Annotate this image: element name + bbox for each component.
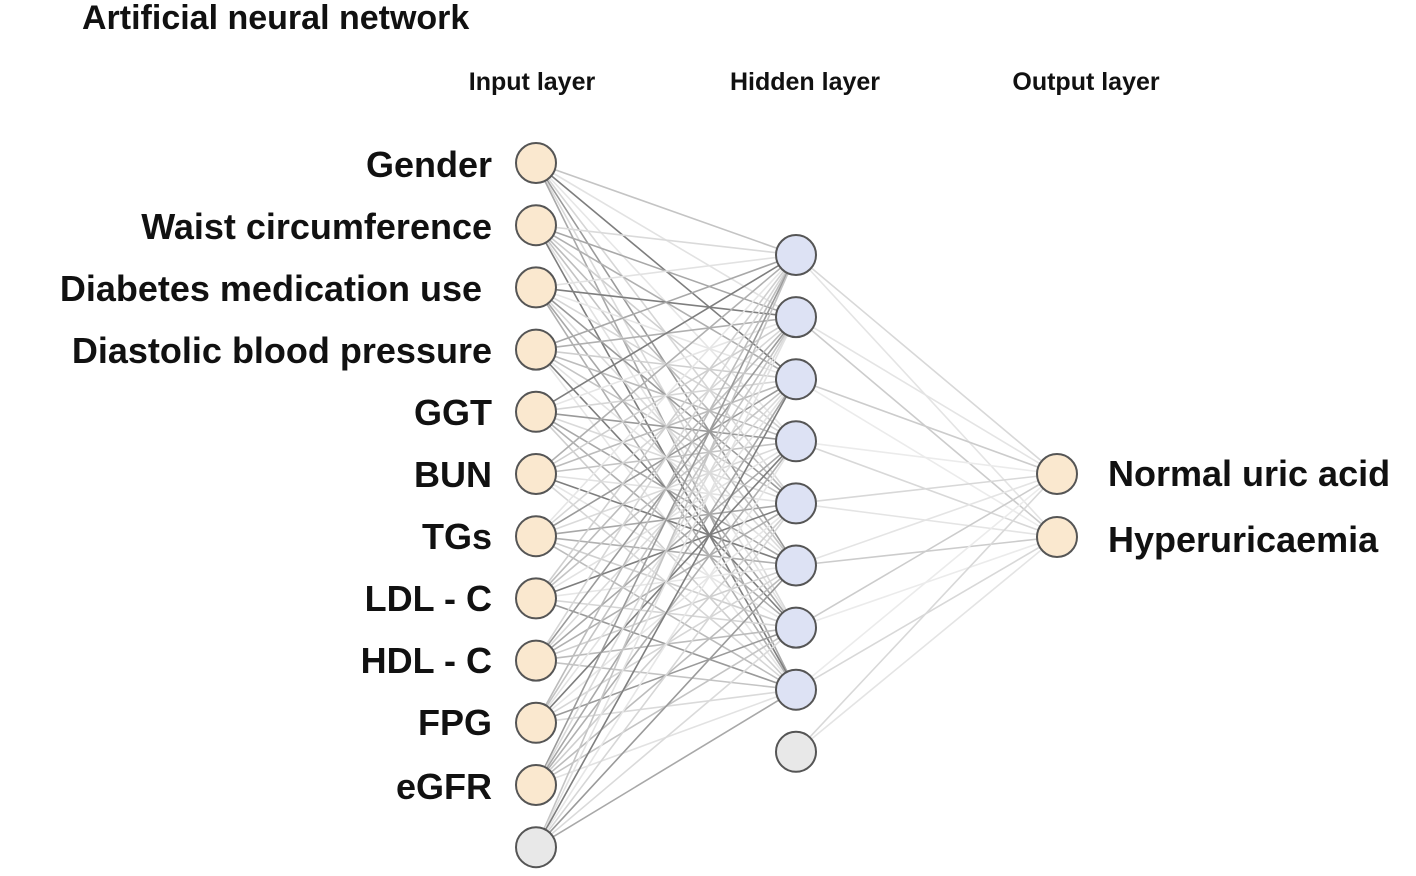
- diagram-title: Artificial neural network: [82, 0, 470, 37]
- hidden-node: [775, 482, 817, 525]
- output-label-normal-uric-acid: Normal uric acid: [1108, 453, 1391, 494]
- hidden-output-edge: [795, 536, 1058, 753]
- input-hidden-edge: [535, 254, 797, 724]
- hidden-output-edge: [795, 254, 1058, 475]
- input-hidden-edge: [535, 224, 797, 256]
- hidden-output-edge: [795, 473, 1058, 567]
- input-label-diabetes-medication-use: Diabetes medication use: [59, 268, 482, 309]
- input-node: [515, 390, 557, 433]
- hidden-output-edge: [795, 473, 1058, 691]
- input-node: [515, 328, 557, 371]
- input-label-gender: Gender: [365, 144, 492, 185]
- input-hidden-edge: [535, 254, 797, 848]
- hidden-output-edge: [795, 473, 1058, 629]
- hidden-output-edge: [795, 316, 1058, 475]
- input-node: [515, 453, 557, 495]
- input-hidden-edge: [535, 254, 797, 537]
- input-hidden-edge: [535, 254, 797, 289]
- input-hidden-edge: [535, 254, 797, 475]
- edges: [535, 162, 1058, 848]
- input-node: [515, 639, 557, 682]
- input-label-waist-circumference: Waist circumference: [141, 206, 492, 247]
- hidden-node: [775, 544, 817, 587]
- nodes: [515, 142, 1078, 869]
- output-label-hyperuricaemia: Hyperuricaemia: [1108, 519, 1379, 560]
- output-node: [1036, 516, 1078, 558]
- input-hidden-edge: [535, 440, 797, 848]
- hidden-output-edge: [795, 473, 1058, 505]
- input-layer-header: Input layer: [468, 68, 596, 96]
- input-hidden-edge: [535, 378, 797, 848]
- hidden-bias-node: [775, 730, 817, 773]
- input-hidden-edge: [535, 254, 797, 786]
- input-node: [515, 142, 557, 184]
- hidden-node: [775, 234, 817, 276]
- input-hidden-edge: [535, 254, 797, 351]
- output-node: [1036, 453, 1078, 495]
- input-label-bun: BUN: [414, 454, 492, 495]
- input-label-hdl-c: HDL - C: [360, 640, 492, 681]
- input-bias-node: [515, 826, 557, 869]
- hidden-output-edge: [795, 440, 1058, 475]
- input-node: [515, 577, 557, 620]
- hidden-output-edge: [795, 378, 1058, 475]
- input-node: [515, 701, 557, 744]
- input-hidden-edge: [535, 689, 797, 848]
- hidden-layer-header: Hidden layer: [729, 68, 881, 96]
- hidden-node: [775, 606, 817, 649]
- hidden-node: [775, 296, 817, 339]
- input-label-fpg: FPG: [417, 702, 492, 743]
- input-label-egfr: eGFR: [395, 766, 492, 807]
- hidden-node: [775, 668, 817, 711]
- hidden-node: [775, 420, 817, 463]
- input-label-tgs: TGs: [421, 516, 492, 557]
- input-label-ldl-c: LDL - C: [364, 578, 492, 619]
- input-hidden-edge: [535, 254, 797, 413]
- output-layer-header: Output layer: [1012, 68, 1160, 96]
- input-label-ggt: GGT: [414, 392, 492, 433]
- hidden-output-edge: [795, 473, 1058, 753]
- input-hidden-edge: [535, 316, 797, 848]
- input-hidden-edge: [535, 502, 797, 848]
- input-hidden-edge: [535, 254, 797, 662]
- input-hidden-edge: [535, 564, 797, 848]
- input-node: [515, 266, 557, 309]
- input-node: [515, 204, 557, 247]
- input-label-diastolic-blood-pressure: Diastolic blood pressure: [71, 330, 492, 371]
- input-hidden-edge: [535, 626, 797, 848]
- input-node: [515, 764, 557, 806]
- input-hidden-edge: [535, 254, 797, 599]
- hidden-node: [775, 358, 817, 401]
- input-hidden-edge: [535, 162, 797, 256]
- input-node: [515, 515, 557, 558]
